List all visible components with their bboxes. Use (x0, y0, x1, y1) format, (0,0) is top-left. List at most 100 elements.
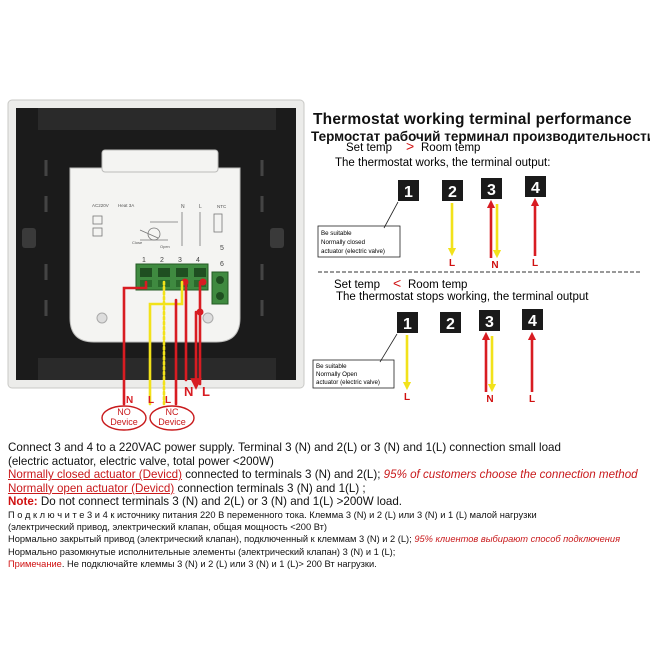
wire-label-no-n: N (126, 395, 133, 406)
internal-schematic (139, 212, 223, 246)
wiring-notes: Connect 3 and 4 to a 220VAC power supply… (8, 441, 644, 570)
label-ac220v: AC220V (92, 203, 109, 208)
top-mount (38, 108, 276, 130)
note-ru-line-4: Нормально разомкнутые исполнительные эле… (8, 546, 396, 557)
terminal-number-5: 5 (220, 245, 224, 252)
nc-device-label-top: NC (166, 407, 179, 417)
stopped-terminal-2-label: 2 (446, 316, 455, 333)
working-terminal-4-label: 4 (531, 180, 540, 197)
label-open: Open (160, 244, 170, 249)
terminal-number-4: 4 (196, 257, 200, 264)
terminal-number-6: 6 (220, 261, 224, 268)
wire-label-supply-l: L (202, 384, 210, 399)
stopped-set-temp: Set temp (334, 279, 380, 291)
working-callout-line3: actuator (electric valve) (321, 248, 385, 255)
stopped-callout-pointer (379, 333, 398, 363)
stopped-terminal-3-label: 3 (485, 314, 494, 331)
terminal-number-1: 1 (142, 257, 146, 264)
working-sign: > (406, 138, 414, 154)
stopped-sign: < (393, 275, 401, 291)
stopped-callout-line1: Be suitable (316, 363, 347, 370)
bottom-mount (38, 358, 276, 380)
working-callout-line1: Be suitable (321, 230, 352, 237)
nc-actuator-note: 95% of customers choose the connection m… (380, 468, 638, 482)
label-close: Close (132, 240, 143, 245)
note-ru-3-text: Нормально закрытый привод (электрический… (8, 534, 415, 545)
no-device-label-bottom: Device (110, 417, 138, 427)
note-ru-line-3: Нормально закрытый привод (электрический… (8, 533, 644, 545)
left-screw-slot (22, 228, 36, 248)
stopped-arrow-label-n: N (486, 394, 493, 405)
working-arrow-label-n: N (491, 260, 498, 271)
module-body (69, 167, 241, 343)
note-en-line-3: Normally closed actuator (Devicd) connec… (8, 468, 644, 482)
bin-mark-icon (92, 227, 103, 237)
stopped-callout-line3: actuator (electric valve) (316, 379, 380, 386)
terminal-number-2: 2 (160, 257, 164, 264)
terminal-number-3: 3 (178, 257, 182, 264)
working-room-temp: Room temp (421, 142, 480, 154)
title-english: Thermostat working terminal performance (313, 111, 632, 128)
wire-label-nc-l: L (165, 395, 171, 406)
label-n-top: N (181, 204, 185, 210)
module-hole-left (96, 312, 108, 324)
label-heat3a: Heat 3A (118, 203, 134, 208)
stopped-terminal-1 (397, 312, 418, 333)
no-device-label-top: NO (117, 407, 131, 417)
note-ru-3-note: 95% клиентов выбирают способ подключения (414, 534, 621, 545)
label-l-top: L (199, 204, 202, 210)
nc-actuator-text: connected to terminals 3 (N) and 2(L); (181, 468, 381, 482)
note-label: Note: (8, 495, 38, 509)
note-en-line-5: Note: Do not connect terminals 3 (N) and… (8, 495, 644, 509)
note-ru-line-1: П о д к л ю ч и т е 3 и 4 к источнику пи… (8, 509, 537, 520)
working-output-text: The thermostat works, the terminal outpu… (335, 157, 550, 169)
working-terminal-2 (442, 180, 463, 201)
working-terminal-4 (525, 176, 546, 197)
working-callout-box (317, 225, 401, 258)
no-actuator-label: Normally open actuator (Devicd) (8, 481, 175, 495)
nc-device: NC Device (149, 405, 195, 431)
working-section: Set temp > Room temp The thermostat work… (317, 138, 550, 271)
working-callout-line2: Normally closed (321, 239, 366, 246)
working-terminal-1-label: 1 (404, 184, 413, 201)
note-ru-text: . Не подключайте клеммы 3 (N) и 2 (L) ил… (61, 558, 377, 569)
no-actuator-text: connection terminals 3 (N) and 1(L) ; (174, 481, 366, 495)
ce-mark-icon (92, 215, 103, 225)
working-terminal-3 (481, 178, 502, 199)
note-en-line-1: Connect 3 and 4 to a 220VAC power supply… (8, 441, 561, 454)
note-ru-line-5: Примечание. Не подключайте клеммы 3 (N) … (8, 558, 644, 570)
stopped-terminal-2 (440, 312, 461, 333)
stopped-arrow-label-l2: L (529, 394, 535, 405)
right-screw-slot (270, 228, 284, 248)
stopped-arrow-label-l1: L (404, 392, 410, 403)
working-terminal-2-label: 2 (448, 184, 457, 201)
note-ru-line-2: (электрический привод, электрический кла… (8, 522, 327, 533)
thermostat-device: AC220V Heat 3A N L NTC Close Open 1 2 3 … (7, 99, 305, 389)
wire-terminal3-to-no-device (148, 280, 184, 406)
stopped-terminal-3 (479, 310, 500, 331)
working-arrow-label-l2: L (532, 258, 538, 269)
working-arrow-label-l1: L (449, 258, 455, 269)
wire-label-no-l: L (148, 395, 154, 406)
note-en-line-4: Normally open actuator (Devicd) connecti… (8, 482, 644, 496)
module-top-lip (101, 149, 219, 173)
note-en-line-2: (electric actuator, electric valve, tota… (8, 454, 274, 468)
wire-label-supply-n: N (184, 384, 193, 399)
wires (122, 280, 202, 406)
no-device: NO Device (101, 405, 147, 431)
label-ntc: NTC (217, 204, 227, 209)
wire-terminal1-to-no-device (122, 280, 148, 406)
stopped-callout-line2: Normally Open (316, 371, 358, 378)
stopped-terminal-4-label: 4 (528, 313, 537, 330)
stopped-room-temp: Room temp (408, 279, 467, 291)
nc-actuator-label: Normally closed actuator (Devicd) (8, 468, 182, 482)
working-callout-pointer (383, 201, 399, 229)
stopped-section: Set temp < Room temp The thermostat stop… (312, 275, 589, 405)
working-set-temp: Set temp (346, 142, 392, 154)
note-text: Do not connect terminals 3 (N) and 2(L) … (37, 495, 403, 509)
sensor-terminals (211, 271, 229, 305)
title-russian: Термостат рабочий терминал производитель… (311, 129, 650, 144)
working-terminal-1 (398, 180, 419, 201)
